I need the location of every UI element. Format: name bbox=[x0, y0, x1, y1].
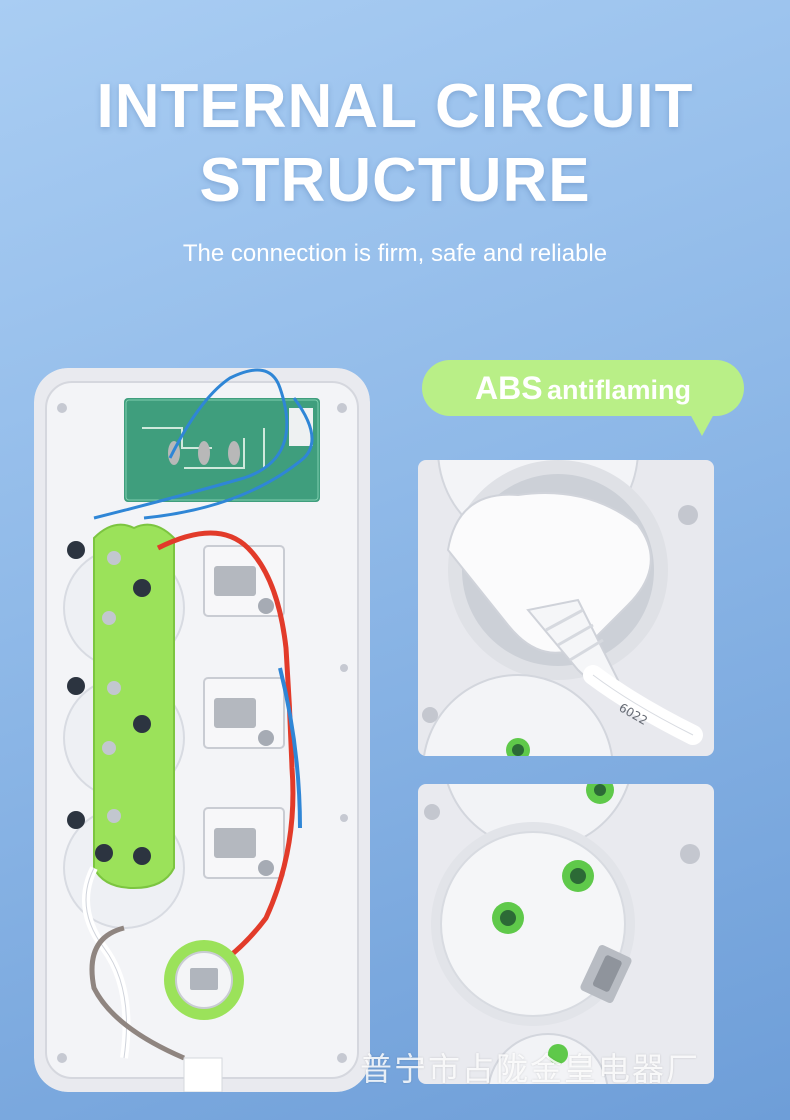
circuit-board bbox=[124, 398, 320, 502]
plug-illustration: 6022 bbox=[418, 460, 714, 756]
internal-circuit-photo bbox=[34, 368, 370, 1092]
badge-pointer bbox=[690, 414, 714, 436]
socket-closeup-photo bbox=[418, 784, 714, 1084]
badge-word-abs: ABS bbox=[474, 370, 543, 406]
subtitle: The connection is firm, safe and reliabl… bbox=[182, 240, 608, 267]
watermark: 普宁市占陇金皇电器厂 bbox=[360, 1050, 701, 1088]
material-badge: ABS antiflaming bbox=[422, 360, 744, 416]
title-line-1: INTERNAL CIRCUIT bbox=[96, 72, 694, 141]
green-socket-frame bbox=[93, 523, 175, 890]
blue-wire bbox=[93, 368, 289, 520]
title-line-2: STRUCTURE bbox=[199, 146, 591, 215]
page-title: INTERNAL CIRCUIT STRUCTURE bbox=[0, 70, 790, 218]
plug-in-socket-photo: 6022 bbox=[418, 460, 714, 756]
socket-illustration bbox=[418, 784, 714, 1084]
badge-word-antiflaming: antiflaming bbox=[547, 375, 692, 405]
power-strip-illustration bbox=[34, 368, 370, 1092]
